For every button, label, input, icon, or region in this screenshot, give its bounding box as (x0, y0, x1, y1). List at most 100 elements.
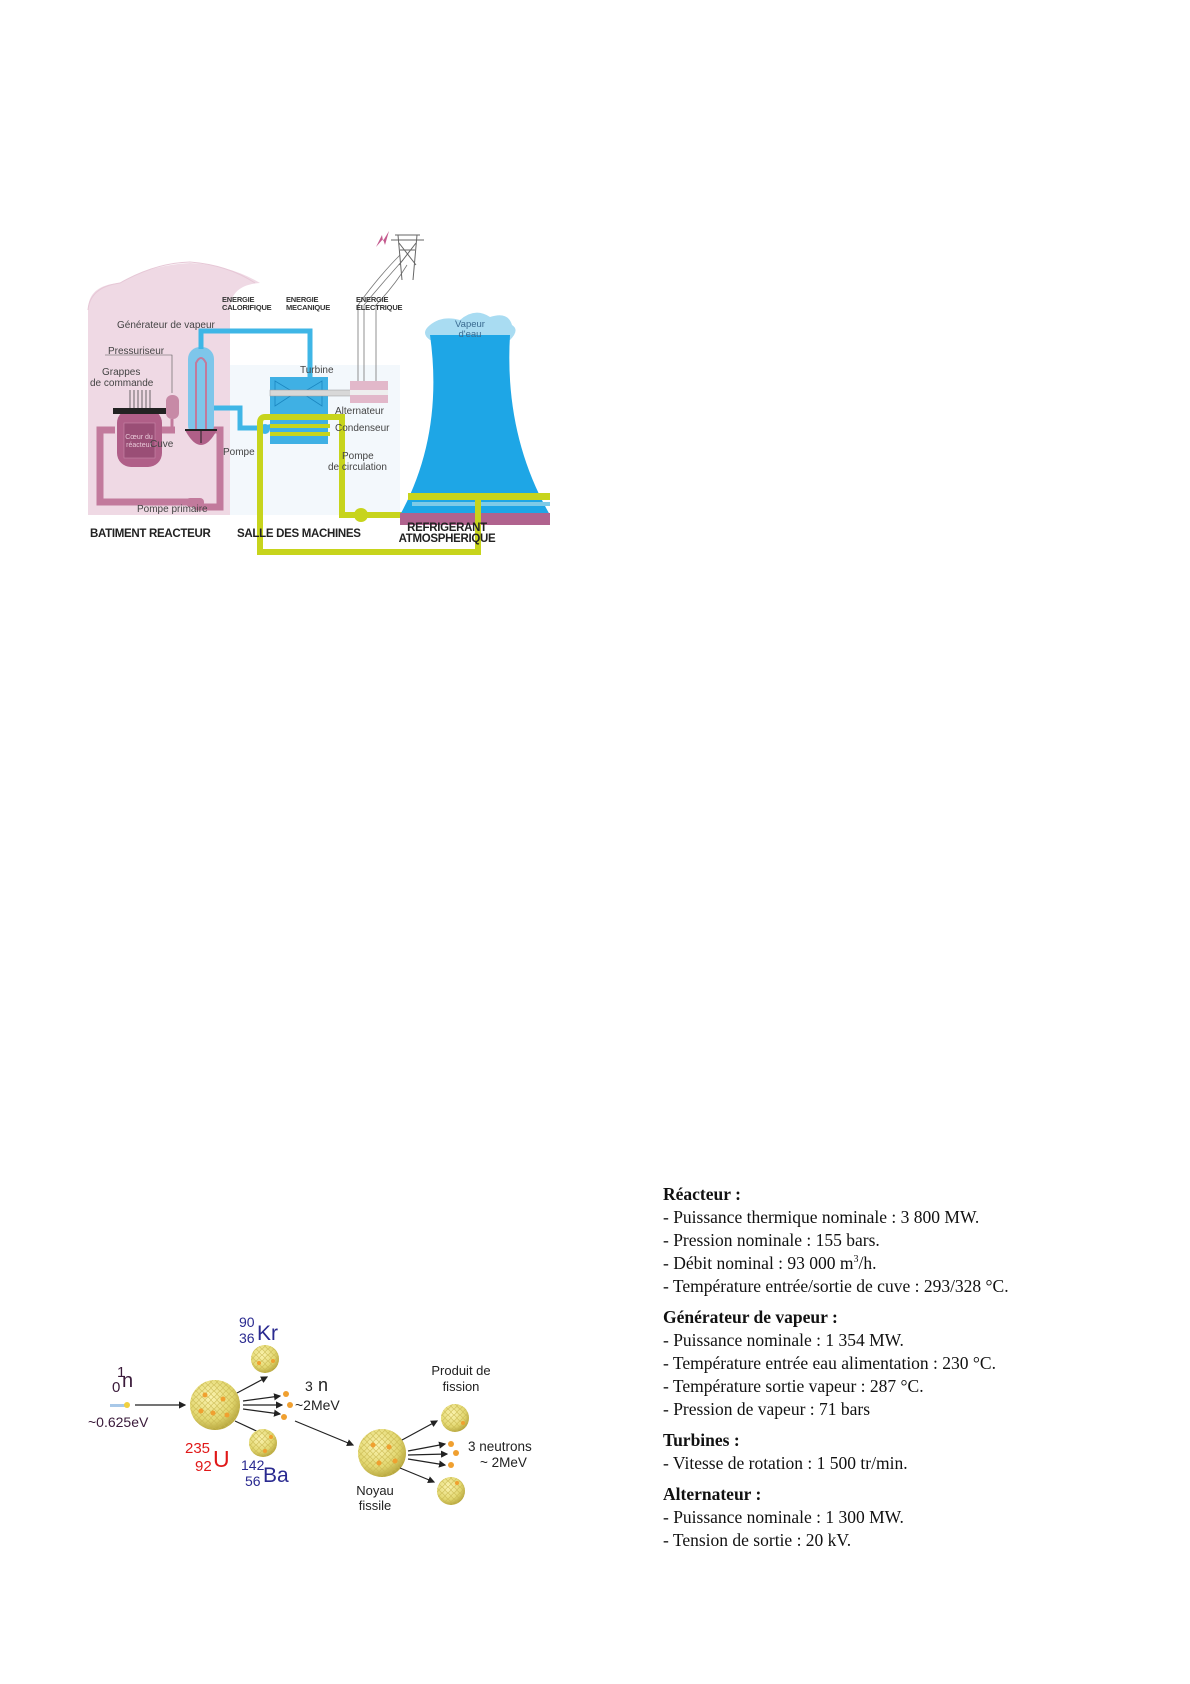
label-pompe-primaire: Pompe primaire (137, 504, 208, 515)
produit-label-1: Produit de (431, 1363, 490, 1378)
produit-label-2: fission (443, 1379, 480, 1394)
svg-text:CALORIFIQUE: CALORIFIQUE (222, 303, 272, 312)
svg-text:90: 90 (239, 1314, 255, 1330)
spec-item: - Puissance nominale : 1 354 MW. (663, 1330, 904, 1350)
incoming-neutron: 1 0 n ~0.625eV (88, 1364, 187, 1430)
section-salle-machines: SALLE DES MACHINES (237, 528, 361, 540)
noyau-label-2: fissile (359, 1498, 392, 1513)
svg-text:ENERGIE: ENERGIE (356, 295, 389, 304)
spec-alternateur: Alternateur : - Puissance nominale : 1 3… (663, 1483, 1083, 1552)
energy-label-mecanique: ENERGIE MECANIQUE (286, 295, 330, 312)
core-label-1: Cœur du (125, 434, 153, 441)
spec-item: - Pression de vapeur : 71 bars (663, 1399, 871, 1419)
chain-arrow (294, 1420, 355, 1447)
spec-title: Alternateur : (663, 1484, 762, 1504)
label-pompe-circulation-2: de circulation (328, 462, 387, 473)
lightning-icon (376, 231, 389, 247)
label-condenseur: Condenseur (335, 423, 390, 434)
specifications-block: Réacteur : - Puissance thermique nominal… (663, 1183, 1083, 1560)
label-turbine: Turbine (300, 365, 334, 376)
barium-nucleus (249, 1429, 277, 1457)
released-neutrons: 3 n ~2MeV (281, 1375, 340, 1420)
label-alternateur: Alternateur (335, 406, 385, 417)
spec-title: Réacteur : (663, 1184, 741, 1204)
svg-text:3: 3 (305, 1378, 313, 1394)
power-plant-diagram: Cœur du réacteur (87, 231, 550, 555)
primary-pump (186, 498, 204, 507)
svg-text:36: 36 (239, 1330, 255, 1346)
uranium-label: 235 92 U (185, 1440, 230, 1475)
fission-product-top (441, 1404, 469, 1432)
svg-text:~ 2MeV: ~ 2MeV (480, 1455, 527, 1470)
label-pressuriseur: Pressuriseur (108, 346, 165, 357)
svg-text:MECANIQUE: MECANIQUE (286, 303, 330, 312)
fission-diagram: 1 0 n ~0.625eV 235 92 U 90 36 Kr (88, 1314, 532, 1513)
spec-item: - Puissance nominale : 1 300 MW. (663, 1507, 904, 1527)
label-pompe: Pompe (223, 447, 255, 458)
barium-label: 142 56 Ba (241, 1457, 289, 1489)
svg-text:~0.625eV: ~0.625eV (88, 1414, 149, 1430)
krypton-label: 90 36 Kr (239, 1314, 278, 1346)
section-refrigerant-1: REFRIGERANT (407, 522, 487, 534)
turbine (269, 377, 359, 412)
alternator (350, 381, 388, 403)
spec-title: Générateur de vapeur : (663, 1307, 838, 1327)
label-cuve: Cuve (150, 439, 174, 450)
energy-label-electrique: ENERGIE ELECTRIQUE (356, 295, 403, 312)
released-neutrons-2: 3 neutrons ~ 2MeV (448, 1439, 532, 1470)
svg-text:~2MeV: ~2MeV (295, 1397, 340, 1413)
label-grappes-1: Grappes (102, 367, 140, 378)
svg-text:n: n (318, 1375, 328, 1395)
reactor-vessel: Cœur du réacteur (113, 390, 166, 467)
label-grappes-2: de commande (90, 378, 154, 389)
spec-item: - Température sortie vapeur : 287 °C. (663, 1376, 924, 1396)
svg-text:n: n (122, 1370, 133, 1392)
spec-item: - Vitesse de rotation : 1 500 tr/min. (663, 1453, 908, 1473)
svg-text:ELECTRIQUE: ELECTRIQUE (356, 303, 403, 312)
svg-text:142: 142 (241, 1457, 265, 1473)
noyau-label-1: Noyau (356, 1483, 394, 1498)
pylon-icon (391, 234, 424, 281)
svg-text:235: 235 (185, 1440, 210, 1457)
uranium-nucleus (190, 1380, 240, 1430)
fission-product-bottom (437, 1477, 465, 1505)
power-lines (357, 254, 408, 381)
vapor-label-2: d'eau (459, 329, 482, 340)
svg-text:ENERGIE: ENERGIE (222, 295, 255, 304)
spec-turbines: Turbines : - Vitesse de rotation : 1 500… (663, 1429, 1083, 1475)
fissile-nucleus (358, 1429, 406, 1477)
cooling-loop (257, 414, 481, 555)
circulation-pump (354, 508, 368, 522)
label-pompe-circulation-1: Pompe (342, 451, 374, 462)
svg-text:92: 92 (195, 1458, 212, 1475)
spec-item: - Débit nominal : 93 000 m3/h. (663, 1253, 877, 1273)
label-generateur: Générateur de vapeur (117, 320, 216, 331)
section-batiment-reacteur: BATIMENT REACTEUR (90, 528, 212, 540)
spec-item: - Température entrée eau alimentation : … (663, 1353, 996, 1373)
section-refrigerant-2: ATMOSPHERIQUE (399, 533, 496, 545)
svg-text:U: U (213, 1446, 230, 1472)
svg-text:Kr: Kr (257, 1322, 278, 1345)
core-label-2: réacteur (126, 442, 152, 449)
svg-text:1: 1 (117, 1364, 125, 1381)
svg-text:0: 0 (112, 1379, 120, 1396)
spec-item: - Température entrée/sortie de cuve : 29… (663, 1276, 1009, 1296)
krypton-nucleus (251, 1345, 279, 1373)
svg-text:56: 56 (245, 1473, 261, 1489)
spec-title: Turbines : (663, 1430, 740, 1450)
spec-item: - Tension de sortie : 20 kV. (663, 1530, 852, 1550)
svg-text:Ba: Ba (263, 1464, 289, 1487)
steam-generator (185, 347, 217, 445)
svg-text:ENERGIE: ENERGIE (286, 295, 319, 304)
cooling-tower: Vapeur d'eau (400, 312, 550, 525)
fission-arrows-1 (234, 1376, 284, 1436)
spec-item: - Puissance thermique nominale : 3 800 M… (663, 1207, 980, 1227)
pressurizer (105, 354, 179, 430)
svg-text:3 neutrons: 3 neutrons (468, 1439, 532, 1454)
spec-item: - Pression nominale : 155 bars. (663, 1230, 880, 1250)
energy-label-calorifique: ENERGIE CALORIFIQUE (222, 295, 272, 312)
spec-generateur: Générateur de vapeur : - Puissance nomin… (663, 1306, 1083, 1421)
fission-arrows-2 (399, 1420, 449, 1484)
vapor-label-1: Vapeur (455, 319, 485, 330)
spec-reacteur: Réacteur : - Puissance thermique nominal… (663, 1183, 1083, 1298)
